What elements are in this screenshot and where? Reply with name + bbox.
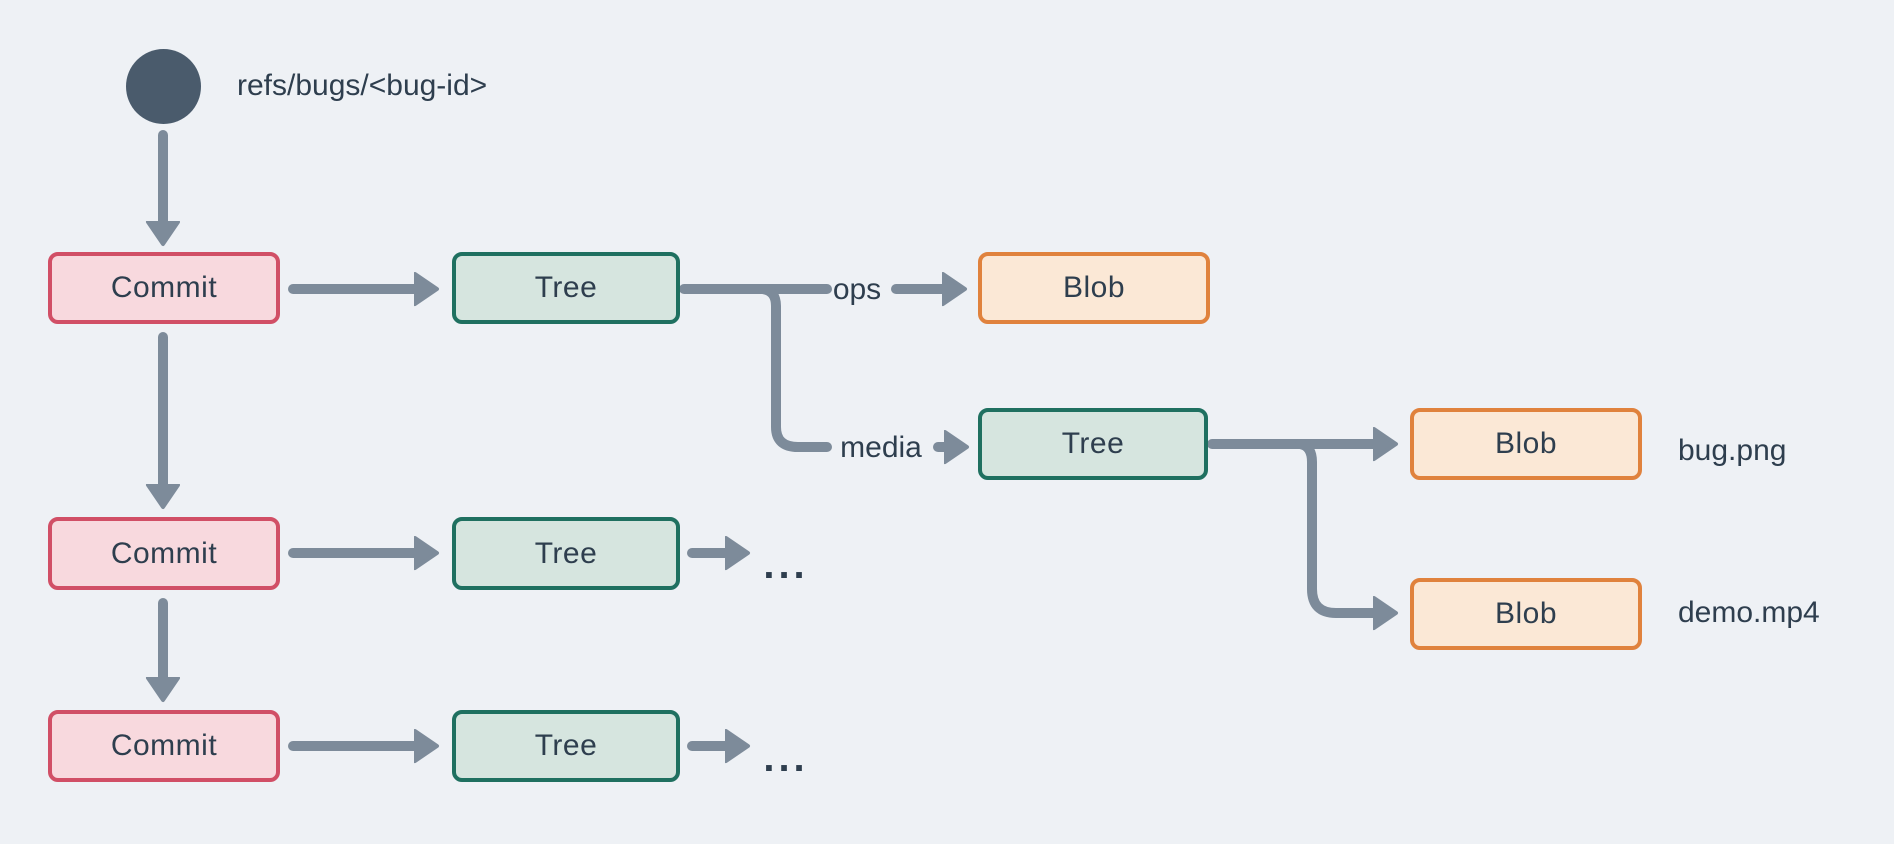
ellipsis-row-3: ... (763, 736, 809, 780)
node-label: Tree (534, 271, 598, 304)
node-label: Commit (110, 536, 218, 570)
node-label: Commit (110, 729, 218, 762)
ref-name-label: refs/bugs/<bug-id> (237, 69, 488, 102)
node-label: Blob (1062, 271, 1126, 304)
node-label: Blob (1494, 597, 1558, 630)
commit-node-2: Commit (48, 517, 280, 590)
blob-node-demo-mp4: Blob (1410, 578, 1642, 650)
node-label: Tree (534, 536, 598, 570)
commit-node-1: Commit (48, 252, 280, 324)
node-label: Tree (534, 729, 598, 762)
commit-node-3: Commit (48, 710, 280, 782)
file-label-demo-mp4: demo.mp4 (1678, 596, 1820, 629)
tree-node-1: Tree (452, 252, 680, 324)
node-label: Commit (110, 271, 218, 304)
edge-tree-media-branch-to-blob-demo (1295, 439, 1374, 613)
blob-node-ops: Blob (978, 252, 1210, 324)
ellipsis-row-2: ... (763, 543, 809, 587)
tree-node-row3: Tree (452, 710, 680, 782)
blob-node-bug-png: Blob (1410, 408, 1642, 480)
edge-label-ops: ops (832, 273, 882, 306)
ref-head-dot (126, 49, 201, 124)
tree-node-media: Tree (978, 408, 1208, 480)
node-label: Tree (1061, 427, 1125, 460)
edge-tree-1-branch-to-media (758, 284, 832, 452)
node-label: Blob (1494, 427, 1558, 460)
tree-node-row2: Tree (452, 517, 680, 590)
edge-label-media: media (840, 431, 922, 464)
file-label-bug-png: bug.png (1678, 434, 1787, 467)
